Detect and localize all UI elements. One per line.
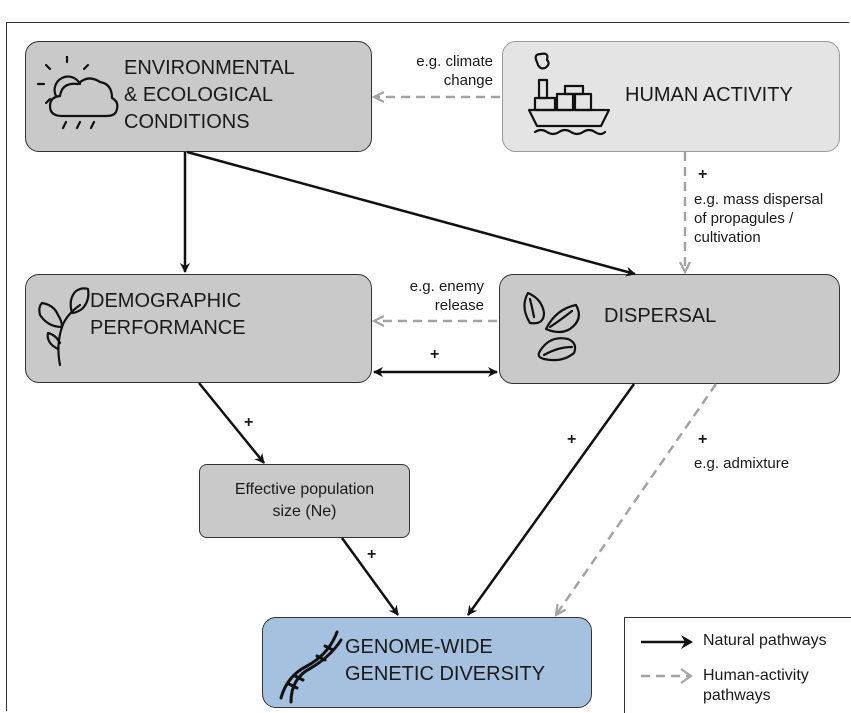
demo-dispersal-plus: + <box>430 346 440 363</box>
human-activity-node: HUMAN ACTIVITY <box>502 41 840 152</box>
admixture-label: e.g. admixture <box>694 455 790 472</box>
legend-human-label: Human-activity pathways <box>703 666 809 706</box>
plant-sprout-icon <box>38 287 90 367</box>
arrow-env-to-dispersal <box>186 150 636 277</box>
seeds-icon <box>523 291 581 362</box>
ne-label-line1: Effective population <box>234 481 375 498</box>
figure-frame <box>6 22 849 711</box>
legend-natural-arrow <box>641 635 693 649</box>
demographic-performance-node: DEMOGRAPHIC PERFORMANCE <box>25 274 372 383</box>
mass-label-line3: cultivation <box>694 229 761 246</box>
ne-genetic-plus: + <box>367 546 377 563</box>
dispersal-node: DISPERSAL <box>499 274 840 384</box>
mass-dispersal-plus: + <box>698 166 708 183</box>
mass-label-line1: e.g. mass dispersal <box>694 191 824 208</box>
cargo-ship-icon <box>527 52 611 136</box>
climate-label-line2: change <box>443 72 493 89</box>
environmental-label-line2: & ECOLOGICAL <box>124 84 273 106</box>
environmental-label-line1: ENVIRONMENTAL <box>124 57 295 79</box>
demographic-label-line2: PERFORMANCE <box>90 317 246 339</box>
admixture-plus: + <box>698 431 708 448</box>
mass-label-line2: of propagules / <box>694 210 794 227</box>
demographic-label-line1: DEMOGRAPHIC <box>90 290 242 312</box>
dispersal-genetic-plus: + <box>567 431 577 448</box>
arrow-dispersal-to-genetic <box>466 383 636 616</box>
legend: Natural pathways Human-activity pathways <box>624 617 851 713</box>
demo-ne-plus: + <box>244 414 254 431</box>
climate-label-line1: e.g. climate <box>416 53 493 70</box>
dna-icon <box>279 630 343 704</box>
weather-icon <box>36 56 119 130</box>
human-activity-label: HUMAN ACTIVITY <box>625 84 793 106</box>
dispersal-label: DISPERSAL <box>604 305 717 327</box>
effective-population-size-node: Effective population size (Ne) <box>199 464 410 538</box>
genetic-diversity-node: GENOME-WIDE GENETIC DIVERSITY <box>262 617 592 708</box>
arrow-demo-to-ne <box>198 382 265 464</box>
environmental-conditions-node: ENVIRONMENTAL & ECOLOGICAL CONDITIONS <box>25 41 372 152</box>
ne-label-line2: size (Ne) <box>272 503 337 520</box>
arrow-ne-to-genetic <box>340 537 400 616</box>
legend-human-arrow <box>641 668 693 684</box>
environmental-label-line3: CONDITIONS <box>124 111 250 133</box>
enemy-label-line2: release <box>434 297 484 314</box>
genetic-diversity-label-line1: GENOME-WIDE <box>345 636 493 658</box>
climate-change-label: e.g. climate change <box>395 52 493 90</box>
enemy-release-label: e.g. enemy release <box>388 277 484 315</box>
arrow-dispersal-to-genetic-human <box>556 383 718 615</box>
genetic-diversity-label-line2: GENETIC DIVERSITY <box>345 663 546 685</box>
legend-natural-label: Natural pathways <box>703 632 827 649</box>
enemy-label-line1: e.g. enemy <box>409 278 484 295</box>
legend-human-line2: pathways <box>703 687 771 704</box>
mass-dispersal-label: e.g. mass dispersal of propagules / cult… <box>694 190 823 247</box>
legend-human-line1: Human-activity <box>703 667 809 684</box>
